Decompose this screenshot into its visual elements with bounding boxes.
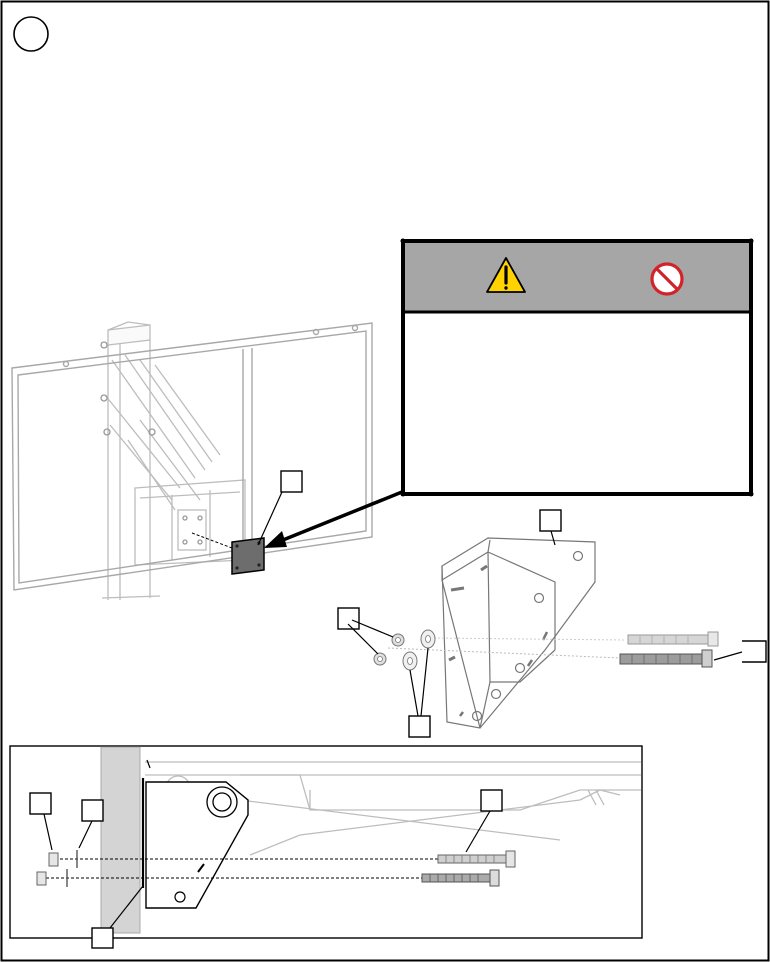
washer — [420, 629, 436, 649]
upper-bracket — [441, 537, 596, 729]
warning-triangle-icon — [486, 257, 526, 293]
nut — [391, 633, 405, 647]
mount-plate — [231, 537, 265, 575]
callout-upper-bracket — [539, 509, 562, 546]
bolt — [619, 649, 713, 668]
washer — [402, 651, 418, 671]
bolt-axis-line — [429, 637, 626, 641]
callout-detail-bolt — [465, 789, 503, 853]
callout-bolts — [713, 640, 767, 663]
detail-nut — [48, 852, 59, 867]
pointer-arrow — [264, 490, 403, 548]
detail-bolt — [437, 850, 516, 868]
callout-mount-plate — [257, 470, 303, 546]
detail-bracket — [141, 759, 249, 909]
detail-nut — [36, 871, 47, 886]
backboard-frame — [11, 322, 373, 591]
callout-washers-nuts — [337, 607, 394, 655]
warning-box — [400, 238, 754, 497]
warning-header — [405, 243, 749, 312]
pole-section — [100, 746, 141, 934]
callout-detail-plate — [91, 885, 144, 949]
callout-detail-nut — [29, 792, 53, 851]
detail-bolt — [421, 869, 500, 887]
bolt — [627, 631, 719, 647]
callout-washers — [408, 647, 431, 738]
detail-view — [9, 745, 643, 949]
step-number-badge — [13, 16, 49, 52]
bolt-axis-line — [387, 647, 621, 659]
nut — [373, 652, 387, 666]
plate-position-hint — [191, 532, 233, 549]
prohibition-circle-icon — [650, 262, 684, 296]
callout-detail-washer — [78, 799, 104, 849]
